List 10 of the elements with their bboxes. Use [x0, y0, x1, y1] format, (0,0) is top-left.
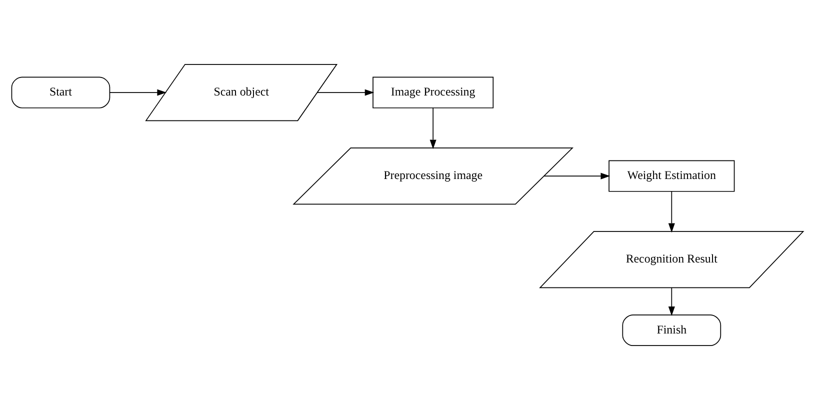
arrow [668, 190, 675, 232]
arrow [544, 172, 610, 179]
node-box: Start [11, 76, 110, 108]
node-box: Finish [622, 314, 722, 346]
node-box: Image Processing [372, 76, 494, 108]
node-box: Weight Estimation [608, 160, 735, 192]
arrow [668, 286, 675, 316]
arrow [430, 107, 436, 149]
arrow [109, 88, 167, 96]
arrow [316, 88, 374, 96]
